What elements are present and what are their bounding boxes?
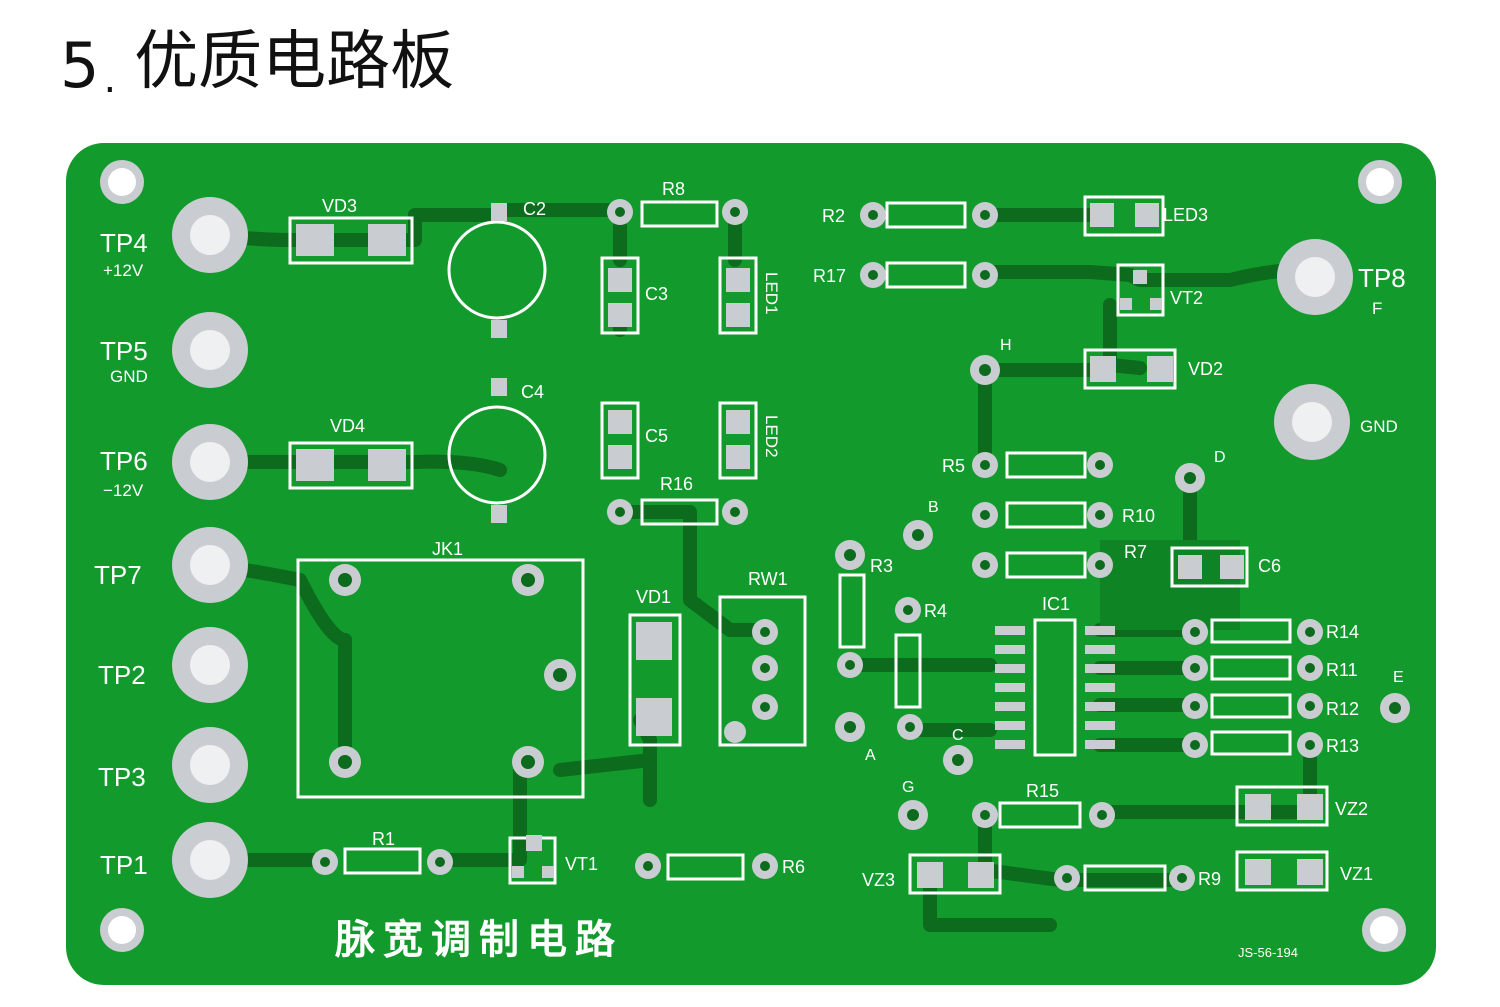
led2-label: LED2 <box>762 415 781 458</box>
r4-label: R4 <box>924 601 947 621</box>
heading-separator: . <box>103 56 117 102</box>
testpoint-h-label: H <box>1000 337 1012 354</box>
tp5-label: TP5 <box>100 336 148 366</box>
heading-text: 优质电路板 <box>134 25 455 99</box>
page-heading: 5 . 优质电路板 <box>60 12 454 102</box>
testpoint-d-label: D <box>1214 449 1226 466</box>
testpoint-g-label: G <box>902 779 914 796</box>
led3-label: LED3 <box>1163 205 1208 225</box>
jk1-label: JK1 <box>432 539 463 559</box>
r11-label: R11 <box>1326 660 1358 680</box>
r10-label: R10 <box>1122 506 1155 526</box>
r2-label: R2 <box>822 206 845 226</box>
gnd-right-label: GND <box>1360 417 1398 436</box>
r1-label: R1 <box>372 829 395 849</box>
testpoint-e-label: E <box>1393 669 1404 686</box>
copper-pour <box>1100 540 1240 630</box>
vd1-label: VD1 <box>636 587 671 607</box>
rw1-label: RW1 <box>748 569 788 589</box>
led1-label: LED1 <box>762 272 781 315</box>
r3-label: R3 <box>870 556 893 576</box>
through-hole-pads <box>312 199 1410 891</box>
testpoint-b-label: B <box>928 499 939 516</box>
tp2-label: TP2 <box>98 660 146 690</box>
vd4-label: VD4 <box>330 416 365 436</box>
c2-label: C2 <box>523 199 546 219</box>
c4-label: C4 <box>521 382 544 402</box>
testpoint-c-label: C <box>952 727 964 744</box>
r6-label: R6 <box>782 857 805 877</box>
r17-label: R17 <box>813 266 846 286</box>
c6-label: C6 <box>1258 556 1281 576</box>
tp1-label: TP1 <box>100 850 148 880</box>
heading-number: 5 <box>60 29 100 102</box>
c3-label: C3 <box>645 284 668 304</box>
ic1-label: IC1 <box>1042 594 1070 614</box>
c5-label: C5 <box>645 426 668 446</box>
silkscreen-labels: TP4 +12V TP5 GND TP6 −12V TP7 TP2 TP3 TP… <box>94 179 1406 960</box>
r8-label: R8 <box>662 179 685 199</box>
vz1-label: VZ1 <box>1340 864 1373 884</box>
tp5-sub-label: GND <box>110 367 148 386</box>
vd3-label: VD3 <box>322 196 357 216</box>
vz3-label: VZ3 <box>862 870 895 890</box>
part-code: JS-56-194 <box>1238 945 1298 960</box>
r12-label: R12 <box>1326 699 1359 719</box>
vd2-label: VD2 <box>1188 359 1223 379</box>
board-title: 脉宽调制电路 <box>335 918 623 962</box>
pcb-board <box>66 143 1436 985</box>
tp7-label: TP7 <box>94 560 142 590</box>
r16-label: R16 <box>660 474 693 494</box>
tp3-label: TP3 <box>98 762 146 792</box>
r5-label: R5 <box>942 456 965 476</box>
r9-label: R9 <box>1198 869 1221 889</box>
vt2-label: VT2 <box>1170 288 1203 308</box>
r14-label: R14 <box>1326 622 1359 642</box>
vt1-label: VT1 <box>565 854 598 874</box>
mounting-holes <box>100 160 1406 952</box>
vz2-label: VZ2 <box>1335 799 1368 819</box>
r7-label: R7 <box>1124 542 1147 562</box>
tp8-label: TP8 <box>1358 263 1406 293</box>
tp4-sub-label: +12V <box>103 261 144 280</box>
tp4-label: TP4 <box>100 228 148 258</box>
r15-label: R15 <box>1026 781 1059 801</box>
r13-label: R13 <box>1326 736 1359 756</box>
tp8-sub-label: F <box>1372 299 1382 318</box>
tp6-label: TP6 <box>100 446 148 476</box>
testpoint-a-label: A <box>865 747 876 764</box>
silkscreen-outlines <box>288 195 1329 895</box>
smd-pads <box>296 203 1323 888</box>
tp6-sub-label: −12V <box>103 481 144 500</box>
test-point-pads <box>172 197 1353 898</box>
